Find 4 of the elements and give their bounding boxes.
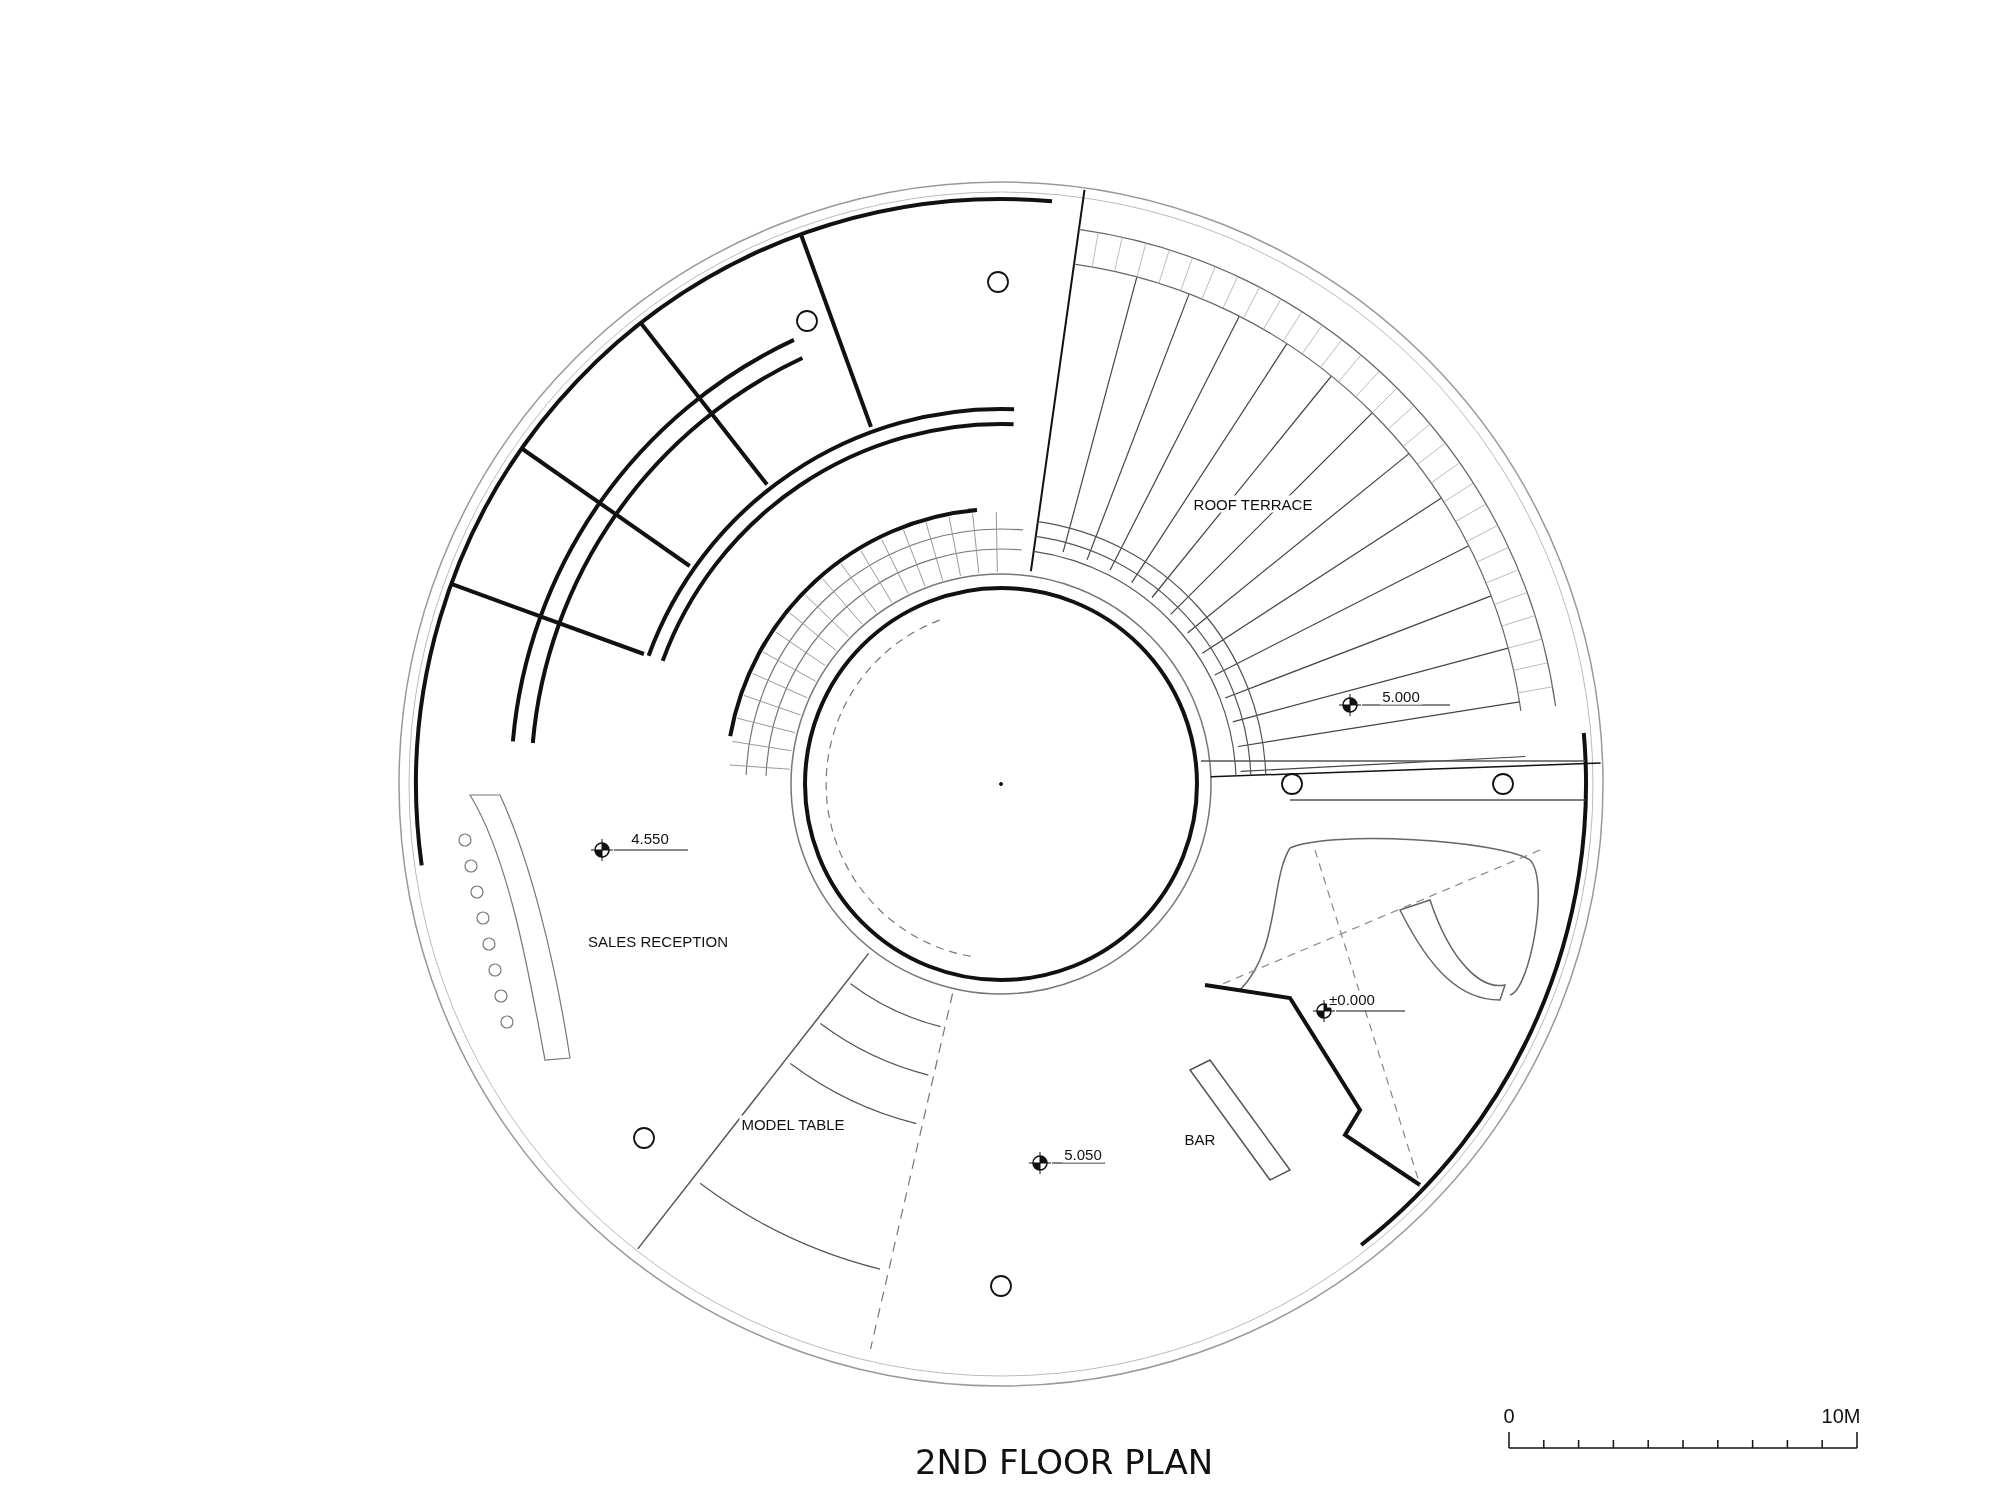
level-label: ±0.000 — [1327, 990, 1377, 1008]
room-label: ROOF TERRACE — [1191, 495, 1315, 513]
room-label: MODEL TABLE — [739, 1115, 847, 1133]
title: 2ND FLOOR PLAN — [914, 1442, 1214, 1482]
